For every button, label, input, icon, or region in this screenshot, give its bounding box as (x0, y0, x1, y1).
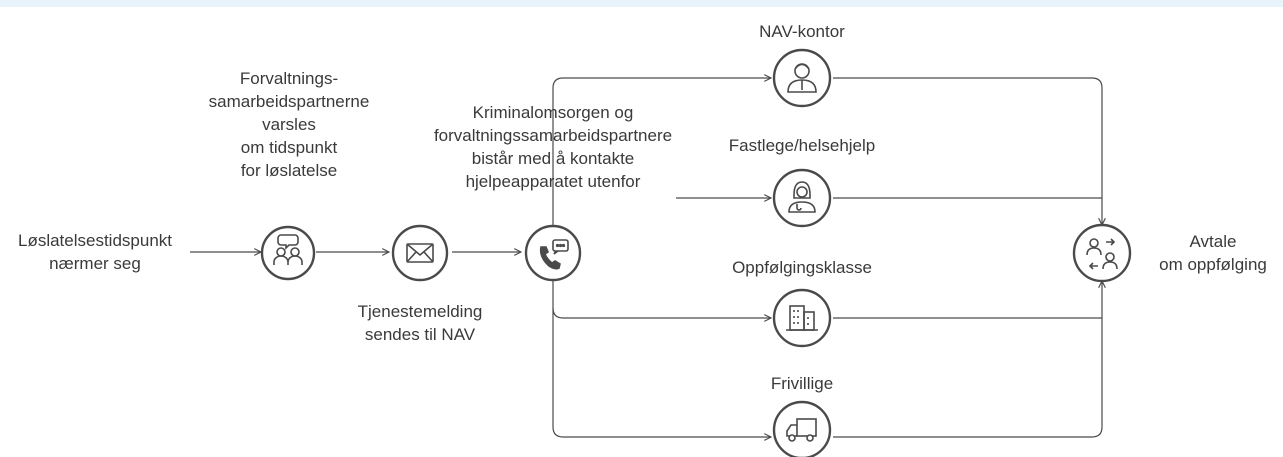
arrow-followup-to-end (833, 281, 1102, 319)
top-bar (0, 0, 1283, 7)
label-doctor: Fastlege/helsehjelp (728, 136, 876, 155)
arrow-to-volunteers (552, 308, 771, 437)
office-worker-icon (772, 48, 832, 108)
truck-icon (772, 400, 832, 457)
label-volunteers: Frivillige (770, 374, 834, 393)
label-message: Tjenestemelding sendes til NAV (357, 302, 483, 344)
connector-lines (190, 78, 1102, 437)
label-assist: Kriminalomsorgen og forvaltningssamarbei… (433, 103, 673, 191)
label-followup-class: Oppfølgingsklasse (732, 258, 872, 277)
envelope-icon (391, 224, 449, 282)
building-icon (772, 288, 832, 348)
label-notify: Forvaltnings- samarbeidspartnerne varsle… (208, 69, 370, 180)
people-speech-icon (260, 225, 316, 281)
agreement-icon (1072, 223, 1132, 283)
label-end: Avtale om oppfølging (1159, 232, 1267, 274)
arrow-to-nav (552, 78, 771, 226)
doctor-icon (772, 168, 832, 228)
label-nav: NAV-kontor (759, 22, 845, 41)
phone-chat-icon (524, 224, 582, 282)
label-start: Løslatelsestidspunkt nærmer seg (17, 231, 173, 273)
arrow-nav-to-end (833, 77, 1102, 225)
line-volunteers-to-end (833, 318, 1103, 438)
arrow-to-followup-class (552, 280, 771, 318)
